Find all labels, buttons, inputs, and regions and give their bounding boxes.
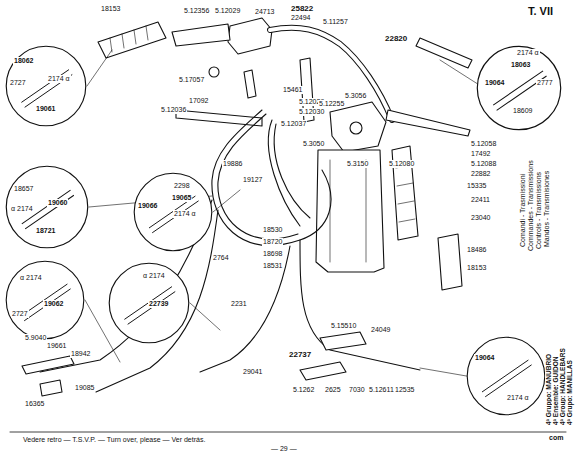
detail-circle: 19064 2174 α	[466, 336, 546, 416]
callout-number: 2174 α	[47, 75, 71, 83]
callout-number: 18721	[35, 227, 56, 235]
callout-number: Vedere retro — T.S.V.P. — Turn over, ple…	[22, 436, 206, 444]
callout-number: 15461	[282, 86, 303, 94]
callout-number: 22739	[148, 300, 169, 308]
callout-number: 25822	[290, 4, 314, 13]
callout-number: 19085	[74, 384, 95, 392]
callout-number: 5.3056	[344, 92, 367, 100]
callout-number: 5.12030	[298, 108, 325, 116]
callout-number: 22737	[288, 350, 312, 359]
callout-number: 2777	[536, 79, 554, 87]
callout-number: 18062	[13, 57, 34, 65]
callout-number: 12535	[394, 386, 415, 394]
callout-number: 18153	[466, 264, 487, 272]
callout-number: 18063	[510, 61, 531, 69]
callout-number: 19066	[137, 202, 158, 210]
callout-number: 22882	[470, 170, 491, 178]
callout-number: 5.9040	[24, 334, 47, 342]
callout-number: 16365	[24, 400, 45, 408]
callout-number: 19127	[242, 176, 263, 184]
callout-number: 5.11257	[322, 18, 349, 26]
callout-number: 19065	[171, 194, 192, 202]
callout-number: 19062	[43, 300, 64, 308]
callout-number: 18609	[512, 107, 533, 115]
callout-number: 18530	[262, 226, 283, 234]
callout-number: 5.12029	[214, 7, 241, 15]
callout-number: 18486	[466, 246, 487, 254]
circle-outline	[466, 336, 546, 416]
callout-number: 5.12356	[183, 7, 210, 15]
circle-outline	[476, 45, 562, 131]
callout-number: 19064	[474, 354, 495, 362]
detail-circle: 2174 α 18063 19064 2777 18609	[476, 45, 562, 131]
callout-number: 5.1262	[292, 386, 315, 394]
callout-number: 2625	[324, 386, 342, 394]
callout-number: 22494	[290, 14, 311, 22]
callout-number: 5.12058	[470, 140, 497, 148]
callout-number: 5.12036	[160, 106, 187, 114]
callout-number: 5.12611	[368, 386, 395, 394]
callout-number: 24713	[254, 8, 275, 16]
detail-circle: 18062 2727 2174 α 19061	[5, 45, 87, 127]
callout-number: 2727	[9, 79, 27, 87]
callout-number: 2727	[11, 310, 29, 318]
group-heading: Mandos - Transmisiones	[543, 170, 551, 248]
callout-number: α 2174	[19, 274, 43, 282]
detail-circle: 18657 α 2174 19060 18721	[5, 165, 89, 249]
callout-number: 5.12255	[318, 100, 345, 108]
callout-number: 19060	[47, 199, 68, 207]
callout-number: α 2174	[142, 272, 166, 280]
callout-number: 5.12080	[388, 160, 415, 168]
callout-number: 19661	[46, 342, 67, 350]
callout-number: 5.3050	[302, 140, 325, 148]
group-heading: 4ª Grupo: MANILLAS	[566, 359, 574, 426]
callout-number: 15335	[466, 182, 487, 190]
callout-number: 2174 α	[173, 210, 197, 218]
callout-number: 5.15510	[330, 322, 357, 330]
callout-number: 5.12088	[470, 160, 497, 168]
callout-number: 5.17057	[178, 76, 205, 84]
callout-number: α 2174	[10, 205, 34, 213]
callout-number: 18942	[70, 350, 91, 358]
callout-number: 17092	[188, 97, 209, 105]
callout-number: 2174 α	[506, 394, 530, 402]
callout-number: — 29 —	[270, 445, 298, 453]
callout-number: 29041	[242, 368, 263, 376]
callout-number: 22411	[470, 196, 491, 204]
callout-number: 7030	[348, 386, 366, 394]
callout-number: 18698	[262, 250, 283, 258]
callout-number: 5.3150	[346, 160, 369, 168]
detail-circle: 2298 19065 2174 α 19066	[133, 172, 213, 252]
detail-circle: α 2174 22739	[108, 262, 190, 344]
callout-number: com	[548, 434, 564, 442]
callout-number: 2231	[230, 300, 248, 308]
callout-number: T. VII	[527, 5, 554, 17]
callout-number: 23040	[470, 214, 491, 222]
group-heading: Controls - Transmissions	[535, 171, 543, 250]
callout-number: 18531	[262, 262, 283, 270]
callout-number: 18657	[13, 185, 34, 193]
callout-number: 19061	[35, 105, 56, 113]
detail-circle: α 2174 2727 19062	[5, 260, 85, 340]
callout-number: 2298	[173, 182, 191, 190]
callout-number: 17492	[470, 150, 491, 158]
callout-number: 24049	[370, 326, 391, 334]
callout-number: 2174 α	[516, 49, 540, 57]
callout-number: 22820	[384, 34, 408, 43]
callout-number: 18153	[100, 5, 121, 13]
callout-number: 19064	[484, 79, 505, 87]
callout-number: 5.12037	[280, 120, 307, 128]
callout-number: 19886	[222, 160, 243, 168]
group-heading: Comandi - Trasmissioni	[519, 173, 527, 248]
callout-number: 18720	[262, 238, 283, 246]
group-heading: Commandes - Transmissions	[527, 159, 535, 252]
callout-number: 2764	[212, 254, 230, 262]
